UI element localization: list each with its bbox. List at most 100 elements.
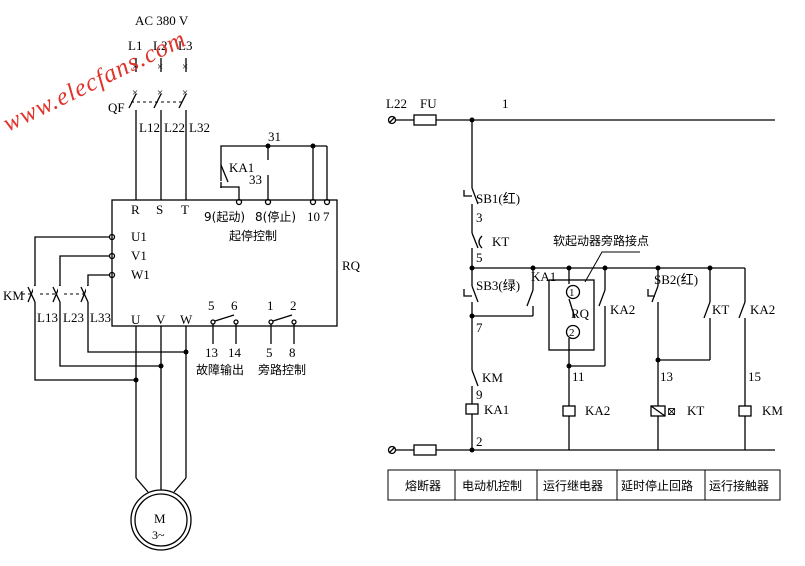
legend-run-relay: 运行继电器 (543, 479, 603, 493)
fuse-label: FU (420, 96, 437, 111)
rq-pin-1-label: 1 (569, 287, 575, 299)
km-aux-contact (471, 369, 479, 404)
legend-fuse: 熔断器 (405, 478, 441, 493)
kt-contact-label: KT (492, 234, 509, 249)
svg-text:×: × (157, 87, 163, 99)
ka2-run-contact (738, 301, 746, 406)
ka2-holding-contact (598, 289, 606, 366)
input-t: T (181, 202, 189, 217)
coil-ka1-label: KA1 (484, 402, 509, 417)
svg-text:×: × (182, 61, 188, 73)
sb1-label: SB1(红) (476, 191, 520, 206)
watermark: www.elecfans.com (0, 25, 191, 137)
node-33: 33 (249, 172, 262, 187)
ka2-label-b: KA2 (750, 302, 775, 317)
bottom-fuse (413, 444, 437, 456)
rq-pin-2-label: 2 (569, 327, 575, 339)
node-31: 31 (268, 129, 281, 144)
kt-delay-contact (471, 232, 483, 254)
sense-v1: V1 (131, 248, 147, 263)
sense-wiring (34, 233, 186, 381)
sb2-stop-button (647, 285, 659, 406)
svg-text:×: × (157, 61, 163, 73)
soft-starter-rq (111, 199, 338, 327)
fault-title: 故障输出 (196, 362, 244, 377)
sense-u1: U1 (131, 229, 147, 244)
kt-coil-delay-mark: ⊠ (667, 406, 676, 418)
svg-text:×: × (182, 87, 188, 99)
fault-13: 13 (205, 345, 218, 360)
km-coil (738, 405, 752, 417)
sense-w1: W1 (131, 267, 150, 282)
sb1-stop-button (463, 187, 479, 210)
kt-holding-contact (703, 301, 711, 360)
svg-text:×: × (132, 87, 138, 99)
node-9: 9 (476, 387, 483, 402)
bypass-title: 旁路控制 (258, 362, 306, 377)
bypass-note: 软起动器旁路接点 (553, 233, 649, 248)
node-7: 7 (476, 320, 483, 335)
term-10: 10 (307, 209, 320, 224)
bypass-2: 2 (290, 298, 297, 313)
sb3-label: SB3(绿) (476, 278, 520, 293)
motor (130, 489, 192, 551)
contact-l13: L13 (37, 310, 58, 325)
phase-l1: L1 (128, 38, 142, 53)
node-15: 15 (748, 369, 761, 384)
ka1-contact-label: KA1 (229, 160, 254, 175)
rq-pin-1 (565, 284, 581, 300)
term-9-start: 9(起动) (204, 210, 245, 224)
coil-km-label: KM (762, 403, 783, 418)
starter-label: RQ (342, 258, 361, 273)
fault-14: 14 (228, 345, 242, 360)
fault-output-contact (210, 314, 239, 344)
node-11: 11 (572, 369, 585, 384)
motor-sub: 3~ (152, 528, 165, 542)
supply-label: AC 380 V (135, 13, 189, 28)
breaker-qf: × × × (128, 87, 188, 109)
legend-table (387, 469, 781, 501)
node-13: 13 (660, 369, 673, 384)
line-l22: L22 (164, 120, 185, 135)
ka1-coil (465, 403, 479, 415)
kt-label-b: KT (712, 302, 729, 317)
line-l12: L12 (139, 120, 160, 135)
input-r: R (131, 202, 140, 217)
term-7: 7 (323, 209, 330, 224)
rq-label: RQ (571, 306, 590, 321)
fault-6: 6 (231, 298, 238, 313)
ka2-label-a: KA2 (610, 302, 635, 317)
fuse-fu (413, 114, 437, 126)
output-w: W (180, 312, 193, 327)
line-l32: L32 (189, 120, 210, 135)
node-2: 2 (476, 434, 483, 449)
legend-delay-stop: 延时停止回路 (621, 478, 693, 493)
control-title: 起停控制 (229, 228, 277, 243)
contact-l23: L23 (63, 310, 84, 325)
ka1-holding-contact (526, 289, 534, 316)
ka1-start-contact (220, 164, 229, 188)
km-contacts (22, 284, 90, 303)
sb2-label: SB2(红) (654, 272, 698, 287)
bypass-8: 8 (289, 345, 296, 360)
supply-terminal-top (387, 115, 397, 125)
contact-l33: L33 (90, 310, 111, 325)
contactor-label: KM (3, 288, 24, 303)
legend-run-contactor: 运行接触器 (709, 478, 769, 493)
rq-pin-2 (565, 324, 581, 340)
control-supply: L22 (386, 96, 407, 111)
bypass-contact (268, 314, 297, 344)
node-5: 5 (476, 250, 483, 265)
phase-l3: L3 (178, 38, 192, 53)
ka2-coil (562, 405, 576, 417)
coil-kt-label: KT (687, 403, 704, 418)
node-3: 3 (476, 210, 483, 225)
term-8-stop: 8(停止) (255, 209, 296, 224)
rq-bypass-box (548, 279, 595, 351)
fault-5: 5 (208, 298, 215, 313)
input-s: S (156, 202, 163, 217)
phase-l2: L2 (153, 38, 167, 53)
km-aux-label: KM (482, 370, 503, 385)
